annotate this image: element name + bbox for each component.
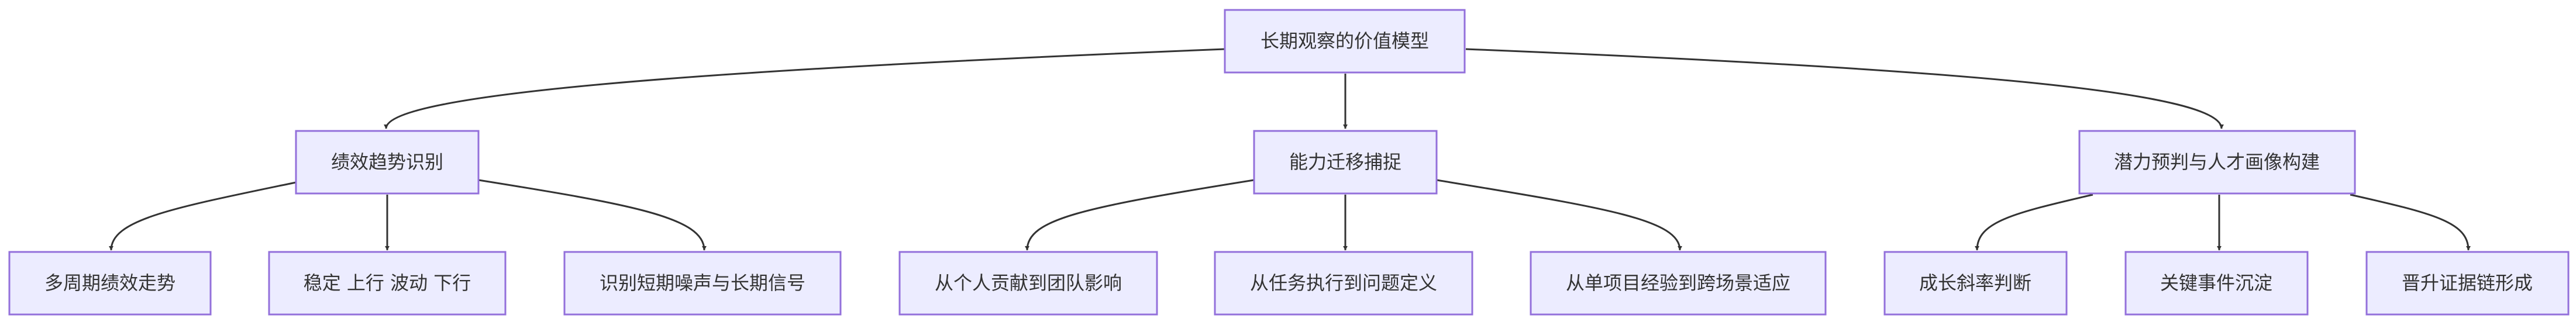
leaf-node-2-0-label: 成长斜率判断	[1919, 272, 2031, 294]
edge-branch-1-leaf-0	[1025, 179, 1255, 251]
leaf-node-2-2-box	[2365, 251, 2570, 316]
leaf-node-0-0: 多周期绩效走势	[8, 251, 212, 316]
root-node-box	[1224, 9, 1466, 74]
leaf-node-2-2-label: 晋升证据链形成	[2402, 272, 2533, 294]
edge-root-branch-0	[384, 48, 1225, 129]
edge-branch-1-leaf-2	[1436, 179, 1682, 251]
leaf-node-1-0-label: 从个人贡献到团队影响	[935, 272, 1122, 294]
leaf-node-1-0-box	[898, 251, 1158, 316]
branch-node-2: 潜力预判与人才画像构建	[2078, 130, 2356, 195]
leaf-node-0-1-label: 稳定 上行 波动 下行	[304, 272, 471, 294]
branch-node-1-box	[1253, 130, 1438, 195]
branch-node-2-box	[2078, 130, 2356, 195]
leaf-node-2-1-box	[2124, 251, 2309, 316]
leaf-node-0-1-box	[268, 251, 507, 316]
leaf-node-0-1: 稳定 上行 波动 下行	[268, 251, 507, 316]
edge-branch-2-leaf-0	[1975, 193, 2093, 251]
leaf-node-2-1: 关键事件沉淀	[2124, 251, 2309, 316]
leaf-node-1-2-label: 从单项目经验到跨场景适应	[1566, 272, 1790, 294]
root-node: 长期观察的价值模型	[1224, 9, 1466, 74]
branch-node-1-label: 能力迁移捕捉	[1289, 151, 1401, 173]
leaf-node-1-1: 从任务执行到问题定义	[1214, 251, 1473, 316]
leaf-node-1-1-box	[1214, 251, 1473, 316]
edge-branch-0-leaf-2	[478, 179, 707, 251]
branch-node-0: 绩效趋势识别	[295, 130, 480, 195]
branch-node-0-label: 绩效趋势识别	[331, 151, 443, 173]
leaf-node-0-2-label: 识别短期噪声与长期信号	[600, 272, 805, 294]
leaf-node-0-0-box	[8, 251, 212, 316]
leaf-node-0-2-box	[563, 251, 842, 316]
branch-node-1: 能力迁移捕捉	[1253, 130, 1438, 195]
edge-root-branch-2	[1465, 48, 2224, 129]
leaf-node-2-0-box	[1883, 251, 2068, 316]
leaf-node-2-2: 晋升证据链形成	[2365, 251, 2570, 316]
leaf-node-1-1-label: 从任务执行到问题定义	[1250, 272, 1437, 294]
leaf-node-1-2: 从单项目经验到跨场景适应	[1530, 251, 1827, 316]
leaf-node-0-0-label: 多周期绩效走势	[44, 272, 175, 294]
leaf-node-1-2-box	[1530, 251, 1827, 316]
branch-node-2-label: 潜力预判与人才画像构建	[2114, 151, 2320, 173]
branch-node-0-box	[295, 130, 480, 195]
edge-branch-0-leaf-0	[109, 181, 297, 251]
leaf-node-2-0: 成长斜率判断	[1883, 251, 2068, 316]
edge-branch-2-leaf-2	[2350, 193, 2471, 251]
root-node-label: 长期观察的价值模型	[1261, 30, 1429, 52]
leaf-node-2-1-label: 关键事件沉淀	[2160, 272, 2272, 294]
leaf-node-0-2: 识别短期噪声与长期信号	[563, 251, 842, 316]
leaf-node-1-0: 从个人贡献到团队影响	[898, 251, 1158, 316]
